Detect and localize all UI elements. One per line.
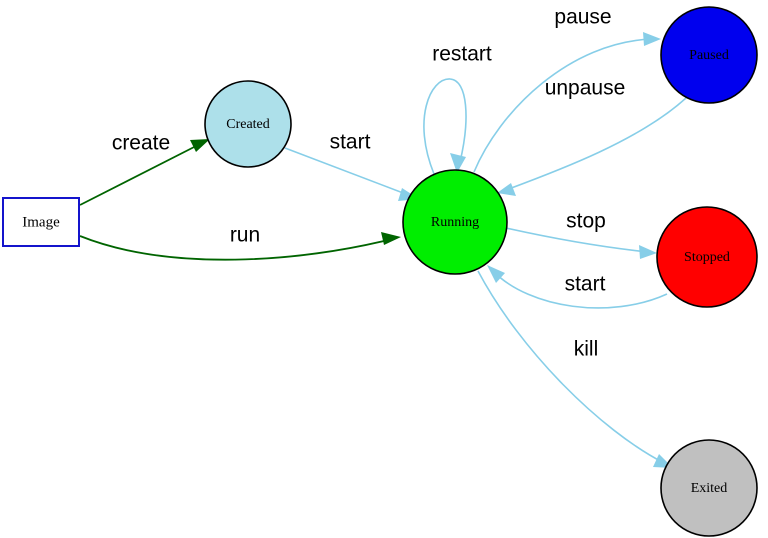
node-exited[interactable]: Exited (660, 439, 758, 537)
edge-create-arrowhead (190, 139, 210, 152)
node-exited-shape (660, 439, 758, 537)
edge-unpause-path (505, 97, 687, 191)
edge-restart-path (423, 78, 467, 175)
edge-stop-arrowhead (639, 245, 657, 259)
edge-unpause-arrowhead (497, 183, 516, 196)
edge-unpause: unpause (497, 77, 687, 196)
edge-label-start-created: start (330, 131, 371, 154)
node-created-shape (204, 80, 292, 168)
node-stopped-shape (656, 206, 758, 308)
edge-start-stopped: start (487, 265, 668, 309)
node-created-label: Created (226, 117, 270, 132)
edge-label-stop: stop (566, 210, 606, 233)
edge-start-stopped-path (493, 271, 668, 309)
edge-restart-arrowhead (450, 153, 466, 173)
node-running-label: Running (431, 215, 479, 230)
edge-label-pause: pause (554, 6, 611, 29)
node-stopped[interactable]: Stopped (656, 206, 758, 308)
node-running-shape (402, 169, 508, 275)
edge-run-arrowhead (381, 232, 401, 245)
edge-kill-path (477, 270, 665, 464)
edge-start-created-path (284, 147, 412, 197)
edge-run: run (79, 224, 401, 261)
edge-label-restart: restart (432, 43, 492, 66)
node-image-label: Image (22, 214, 60, 230)
node-exited-label: Exited (691, 481, 728, 496)
node-stopped-label: Stopped (684, 250, 730, 265)
node-paused-shape (660, 6, 758, 104)
edge-create-path (79, 142, 203, 206)
edge-stop-path (505, 227, 649, 253)
edge-label-start-stopped: start (565, 273, 606, 296)
edge-run-path (79, 235, 393, 261)
node-image-shape (2, 197, 80, 247)
edge-stop: stop (505, 210, 657, 259)
edge-label-kill: kill (574, 338, 599, 361)
edge-label-run: run (230, 224, 260, 247)
edge-label-unpause: unpause (545, 77, 626, 100)
edge-kill: kill (477, 270, 673, 468)
edge-create: create (79, 132, 210, 206)
edge-start-created: start (284, 131, 419, 201)
node-paused[interactable]: Paused (660, 6, 758, 104)
node-paused-label: Paused (689, 48, 729, 63)
node-created[interactable]: Created (204, 80, 292, 168)
node-running[interactable]: Running (402, 169, 508, 275)
edge-pause-path (473, 38, 653, 173)
node-image[interactable]: Image (2, 197, 80, 247)
edge-pause: pause (473, 6, 661, 173)
edge-pause-arrowhead (643, 32, 661, 46)
edge-restart: restart (423, 43, 492, 175)
edge-label-create: create (112, 132, 170, 155)
edge-start-stopped-arrowhead (487, 265, 505, 283)
